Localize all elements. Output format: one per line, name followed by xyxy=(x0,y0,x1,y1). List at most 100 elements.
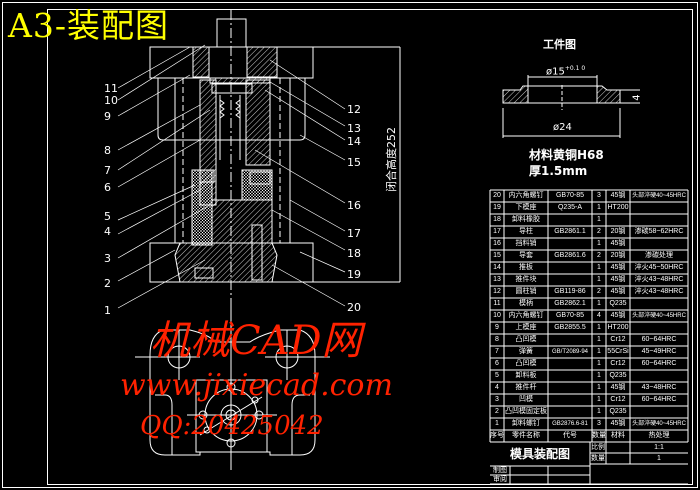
part-callout: 12 xyxy=(347,103,361,116)
table-cell: 1 xyxy=(597,372,601,379)
table-cell: 2 xyxy=(597,288,601,295)
table-cell: Q235 xyxy=(609,300,627,307)
inner-diameter: ø15 xyxy=(546,66,565,78)
table-cell: 头部淬硬40~45HRC xyxy=(632,421,686,427)
table-cell xyxy=(630,202,688,214)
table-cell: 挡料销 xyxy=(515,240,537,247)
table-header: 序号 xyxy=(490,432,504,439)
table-cell: 45钢 xyxy=(610,420,626,427)
table-cell: 1 xyxy=(597,324,601,331)
table-cell: 45~49HRC xyxy=(641,348,677,355)
table-cell: 19 xyxy=(493,204,501,211)
part-callout: 14 xyxy=(347,135,361,148)
table-cell: 45钢 xyxy=(610,276,626,283)
drawing-name: 模具装配图 xyxy=(509,447,570,461)
part-callout: 7 xyxy=(104,164,111,177)
table-cell: 3 xyxy=(495,396,499,403)
table-header: 零件名称 xyxy=(512,432,540,439)
part-callout: 5 xyxy=(104,210,111,223)
part-callout: 15 xyxy=(347,156,361,169)
part-callout: 19 xyxy=(347,268,361,281)
table-cell: 1 xyxy=(597,360,601,367)
table-cell: 淬火43~48HRC xyxy=(634,276,684,283)
table-cell: 1 xyxy=(597,384,601,391)
table-cell xyxy=(548,394,592,406)
table-cell: 14 xyxy=(493,264,501,271)
table-cell: 15 xyxy=(493,252,501,259)
part-callout: 18 xyxy=(347,247,361,260)
table-cell: 凹模 xyxy=(519,396,533,403)
part-callout: 3 xyxy=(104,252,111,265)
table-cell: 凸凹模 xyxy=(515,360,537,367)
table-cell: 55CrSi xyxy=(607,348,629,355)
table-cell: 8 xyxy=(495,336,499,343)
table-cell: Q235-A xyxy=(557,204,583,211)
part-callout: 6 xyxy=(104,181,111,194)
table-cell: 10 xyxy=(493,312,501,319)
table-cell: 45钢 xyxy=(610,264,626,271)
table-cell: 5 xyxy=(495,372,499,379)
table-cell: 45钢 xyxy=(610,384,626,391)
table-cell: GB70-85 xyxy=(555,312,585,319)
table-cell: 4 xyxy=(495,384,499,391)
table-cell xyxy=(548,238,592,250)
table-cell: Q235 xyxy=(609,408,627,415)
table-cell: 11 xyxy=(493,300,501,307)
table-cell: GB2862.1 xyxy=(554,300,586,307)
quantity-label: 数量 xyxy=(591,455,605,462)
table-cell: 20钢 xyxy=(610,252,626,259)
height-dim: 4 xyxy=(631,94,643,101)
table-cell xyxy=(548,274,592,286)
table-cell xyxy=(548,406,592,418)
table-cell: 1 xyxy=(597,336,601,343)
quantity-value: 1 xyxy=(657,455,661,462)
table-cell: 1 xyxy=(597,276,601,283)
workpiece-material: 材料黄铜H68 xyxy=(529,148,604,162)
workpiece-thickness: 厚1.5mm xyxy=(529,164,588,178)
table-cell: 18 xyxy=(493,216,501,223)
table-cell: GB2861.6 xyxy=(554,252,586,259)
table-cell: 16 xyxy=(493,240,501,247)
table-cell: 1 xyxy=(597,240,601,247)
inner-diameter-dim: ø15+0.1 0 xyxy=(546,63,585,77)
table-cell: GB/T2089-94 xyxy=(551,349,589,355)
table-cell: 45钢 xyxy=(610,312,626,319)
table-cell: 卸料橡胶 xyxy=(512,216,540,223)
table-cell: 60~64HRC xyxy=(641,396,677,403)
part-callout: 17 xyxy=(347,227,361,240)
table-cell: 头部淬硬40~45HRC xyxy=(632,193,686,199)
bom-table-grid xyxy=(489,189,689,485)
table-cell: 45钢 xyxy=(610,288,626,295)
drawn-by-label: 制图 xyxy=(493,467,507,474)
table-cell xyxy=(548,358,592,370)
checked-by-label: 审阅 xyxy=(493,476,507,483)
table-cell: 上模座 xyxy=(515,324,537,331)
table-cell: 弹簧 xyxy=(519,348,533,355)
table-cell: 推板 xyxy=(519,264,533,271)
part-callout: 9 xyxy=(104,110,111,123)
table-cell: 推件块 xyxy=(515,276,537,283)
part-callout: 11 xyxy=(104,82,118,95)
part-callout: 10 xyxy=(104,94,118,107)
table-cell: 3 xyxy=(597,420,601,427)
table-header: 热处理 xyxy=(648,432,670,439)
table-cell: Cr12 xyxy=(610,360,626,367)
table-cell xyxy=(548,334,592,346)
table-cell: 20钢 xyxy=(610,228,626,235)
tolerance: +0.1 0 xyxy=(564,65,586,72)
part-callout: 8 xyxy=(104,144,111,157)
table-cell: 6 xyxy=(495,360,499,367)
assembly-plan-view xyxy=(135,300,330,470)
table-cell: 43~48HRC xyxy=(641,384,677,391)
table-cell: 3 xyxy=(597,192,601,199)
part-callout: 4 xyxy=(104,225,111,238)
table-cell: HT200 xyxy=(607,204,629,211)
table-cell: 头部淬硬40~45HRC xyxy=(632,313,686,319)
table-cell: 1 xyxy=(495,420,499,427)
table-cell: 13 xyxy=(493,276,501,283)
table-cell: GB2855.5 xyxy=(554,324,586,331)
table-cell xyxy=(630,298,688,310)
table-cell: 1 xyxy=(597,408,601,415)
drawing-title: A3-装配图 xyxy=(8,6,169,45)
